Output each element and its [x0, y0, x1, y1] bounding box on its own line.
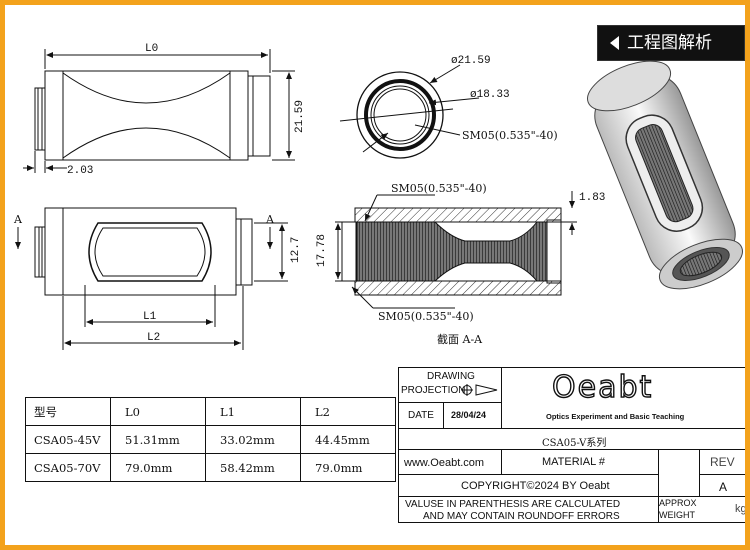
side-view-slot	[15, 207, 288, 350]
dim-slot-height: 12.7	[290, 237, 302, 263]
part-name: CSA05-V系列	[542, 438, 607, 449]
logo-cell: Oeabt Optics Experiment and Basic Teachi…	[501, 367, 745, 429]
rev-label: REV	[710, 455, 735, 469]
date-value: 28/04/24	[451, 410, 487, 420]
projection-symbol-icon	[461, 384, 498, 396]
spec-cell: 33.02mm	[205, 425, 301, 454]
material-label: MATERIAL #	[542, 456, 605, 468]
spec-header-cell: L1	[205, 397, 301, 426]
drawing-projection-cell: DRAWING PROJECTION DATE 28/04/24	[398, 367, 502, 429]
drawing-sheet: L0 21.59 2.03 ø21.59 ø18.33 SM05(0.535"-…	[5, 5, 745, 545]
dim-height-side: 21.59	[294, 100, 306, 133]
end-view	[339, 64, 480, 159]
spec-cell: 79.0mm	[110, 453, 206, 482]
part-name-cell: CSA05-V系列	[398, 428, 745, 450]
weight-label: WEIGHT	[659, 510, 695, 520]
table-row: CSA05-45V 51.31mm 33.02mm 44.45mm	[25, 425, 396, 454]
note-cell: VALUSE IN PARENTHESIS ARE CALCULATED AND…	[398, 496, 659, 523]
logo-text: Oeabt	[551, 369, 654, 405]
drawing-label: DRAWING	[427, 371, 475, 382]
engineering-drawing: L0 21.59 2.03 ø21.59 ø18.33 SM05(0.535"-…	[13, 43, 743, 350]
spec-cell: 79.0mm	[300, 453, 396, 482]
title-block: DRAWING PROJECTION DATE 28/04/24 Oeabt O…	[398, 367, 745, 523]
spec-cell: 44.45mm	[300, 425, 396, 454]
material-cell: MATERIAL #	[501, 449, 659, 475]
dim-section-height: 17.78	[316, 234, 328, 267]
approx-label: APPROX	[659, 498, 697, 508]
copyright-text: COPYRIGHT©2024 BY Oeabt	[461, 480, 610, 492]
dim-L0: L0	[145, 43, 158, 55]
logo-tagline: Optics Experiment and Basic Teaching	[546, 412, 685, 421]
spec-cell: 51.31mm	[110, 425, 206, 454]
projection-label: PROJECTION	[401, 385, 466, 396]
caret-left-icon	[610, 36, 619, 50]
rev-cell: REV	[699, 449, 745, 475]
website-cell: www.Oeabt.com	[398, 449, 502, 475]
dim-L2: L2	[147, 332, 160, 344]
render-3d	[587, 60, 743, 290]
section-caption: 截面 A-A	[437, 332, 483, 346]
note-line-2: AND MAY CONTAIN ROUNDOFF ERRORS	[423, 511, 620, 522]
section-view	[335, 191, 577, 309]
website-link: www.Oeabt.com	[404, 457, 485, 469]
copyright-cell: COPYRIGHT©2024 BY Oeabt	[398, 474, 659, 497]
spec-cell: CSA05-70V	[25, 453, 111, 482]
dim-d-inner: ø18.33	[470, 89, 510, 101]
rev-value-cell: A	[699, 474, 745, 497]
spec-header-cell: L0	[110, 397, 206, 426]
side-view-top	[23, 49, 295, 173]
dim-L1: L1	[143, 311, 157, 323]
dim-thread-bottom: SM05(0.535"-40)	[378, 310, 474, 323]
spec-cell: CSA05-45V	[25, 425, 111, 454]
weight-cell: APPROX WEIGHT kg	[658, 496, 745, 523]
spec-header-cell: 型号	[25, 397, 111, 426]
dim-d-outer: ø21.59	[451, 55, 491, 67]
table-row: CSA05-70V 79.0mm 58.42mm 79.0mm	[25, 453, 396, 482]
spec-table-header: 型号 L0 L1 L2	[25, 397, 396, 426]
dim-thread-end: SM05(0.535"-40)	[462, 129, 558, 142]
spec-cell: 58.42mm	[205, 453, 301, 482]
header-badge-label: 工程图解析	[627, 33, 712, 53]
spec-table: 型号 L0 L1 L2 CSA05-45V 51.31mm 33.02mm 44…	[25, 397, 396, 482]
dim-thread-top: SM05(0.535"-40)	[391, 182, 487, 195]
dim-wall: 1.83	[579, 192, 605, 204]
spec-header-cell: L2	[300, 397, 396, 426]
blank-cell	[658, 449, 700, 497]
date-label: DATE	[408, 410, 434, 421]
dim-thread-len: 2.03	[67, 165, 93, 177]
weight-unit: kg	[735, 503, 745, 515]
rev-value: A	[719, 480, 728, 494]
header-badge: 工程图解析	[597, 25, 745, 61]
note-line-1: VALUSE IN PARENTHESIS ARE CALCULATED	[405, 499, 621, 510]
section-mark-left: A	[13, 213, 23, 226]
section-mark-right: A	[265, 213, 275, 226]
